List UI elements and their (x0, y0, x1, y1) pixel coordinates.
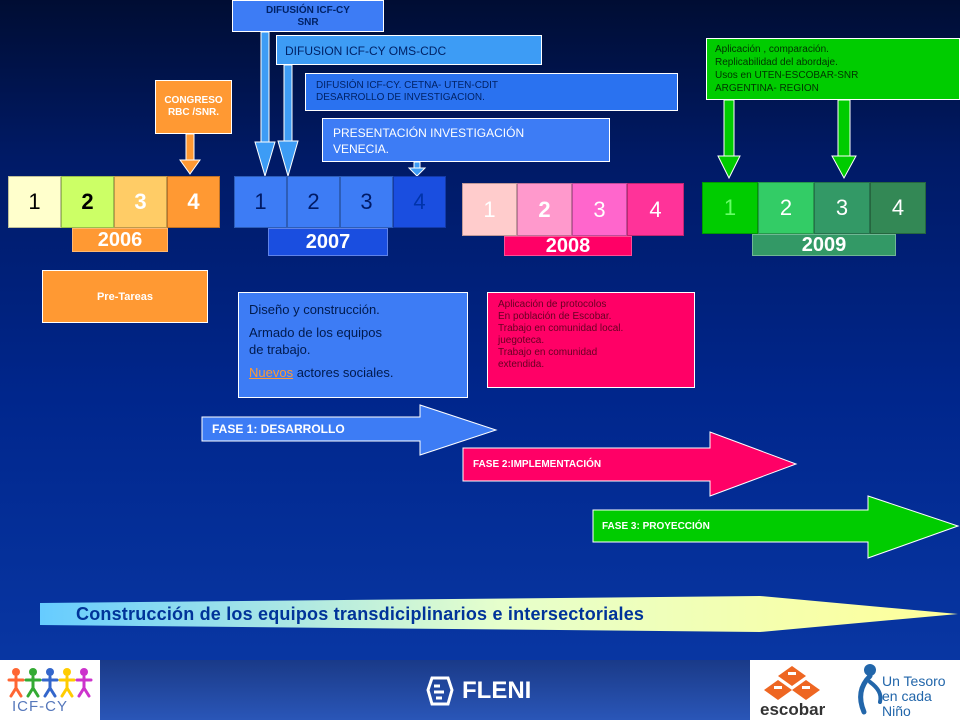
tesoro-logo: Un Tesoro en cada Niño (850, 662, 958, 719)
icf-cy-logo: ICF-CY (6, 664, 94, 716)
year-2006-label: 2006 (72, 228, 168, 252)
pre-tareas-box: Pre-Tareas (42, 270, 208, 323)
y2007-q4: 4 (393, 176, 446, 228)
escobar-logo-text: escobar (760, 700, 826, 719)
arrow-presentacion (407, 161, 427, 177)
fleni-mark-icon (426, 676, 454, 706)
y2009-q4: 4 (870, 182, 926, 234)
desarrollo-line1: Diseño y construcción. (249, 302, 380, 317)
year-2008-label: 2008 (504, 235, 632, 257)
child-figure-icon (858, 664, 883, 715)
arrow-congreso (179, 133, 201, 175)
arrow-difusion-oms (277, 64, 299, 178)
phase-1-label: FASE 1: DESARROLLO (212, 422, 345, 436)
fleni-logo-text: FLENI (462, 677, 532, 704)
y2006-q2: 2 (61, 176, 114, 228)
desarrollo-line2: Armado de los equipos de trabajo. (249, 325, 382, 357)
phase-2-label: FASE 2:IMPLEMENTACIÓN (473, 459, 602, 470)
footer: ICF-CY FLENI escobar (0, 660, 960, 720)
y2007-q1: 1 (234, 176, 287, 228)
escobar-logo: escobar (758, 662, 848, 719)
y2009-q2: 2 (758, 182, 814, 234)
callout-difusion-oms: DIFUSION ICF-CY OMS-CDC (276, 35, 542, 65)
arrow-difusion-snr (254, 31, 276, 178)
phase-3-arrow (592, 495, 960, 559)
callout-aplicacion-2009: Aplicación , comparación. Replicabilidad… (706, 38, 960, 100)
icf-cy-logo-text: ICF-CY (12, 698, 68, 715)
y2009-q3: 3 (814, 182, 870, 234)
y2008-q2: 2 (517, 183, 572, 236)
y2006-q4: 4 (167, 176, 220, 228)
callout-difusion-snr: DIFUSIÓN ICF-CY SNR (232, 0, 384, 32)
y2007-q3: 3 (340, 176, 393, 228)
bottom-banner-text: Construcción de los equipos transdicipli… (76, 604, 645, 624)
desarrollo-line3: Nuevos actores sociales. (249, 364, 457, 381)
footer-center-band (100, 660, 750, 720)
year-2009-label: 2009 (752, 234, 896, 256)
y2009-q1: 1 (702, 182, 758, 234)
phase-2-arrow (462, 431, 798, 497)
bottom-banner-arrow (40, 596, 958, 632)
aplicacion-box: Aplicación de protocolos En población de… (487, 292, 695, 388)
y2007-q2: 2 (287, 176, 340, 228)
desarrollo-line3-rest: actores sociales. (293, 365, 394, 380)
y2006-q3: 3 (114, 176, 167, 228)
callout-presentacion: PRESENTACIÓN INVESTIGACIÓN VENECIA. (322, 118, 610, 162)
y2008-q4: 4 (627, 183, 684, 236)
phase-3-label: FASE 3: PROYECCIÓN (602, 521, 710, 532)
arrow-aplicacion-right (831, 99, 857, 180)
arrow-aplicacion-left (717, 99, 741, 180)
year-2007-label: 2007 (268, 228, 388, 256)
fleni-logo: FLENI (424, 675, 531, 707)
y2008-q1: 1 (462, 183, 517, 236)
escobar-mark-icon (764, 666, 820, 700)
people-icon (7, 668, 93, 698)
y2006-q1: 1 (8, 176, 61, 228)
y2008-q3: 3 (572, 183, 627, 236)
callout-difusion-cetna: DIFUSIÓN ICF-CY. CETNA- UTEN-CDIT DESARR… (305, 73, 678, 111)
callout-congreso: CONGRESO RBC /SNR. (155, 80, 232, 134)
desarrollo-box: Diseño y construcción. Armado de los equ… (238, 292, 468, 398)
nuevos-link[interactable]: Nuevos (249, 365, 294, 380)
phase-1-arrow (201, 404, 498, 456)
tesoro-logo-text: Un Tesoro en cada Niño (882, 673, 946, 719)
